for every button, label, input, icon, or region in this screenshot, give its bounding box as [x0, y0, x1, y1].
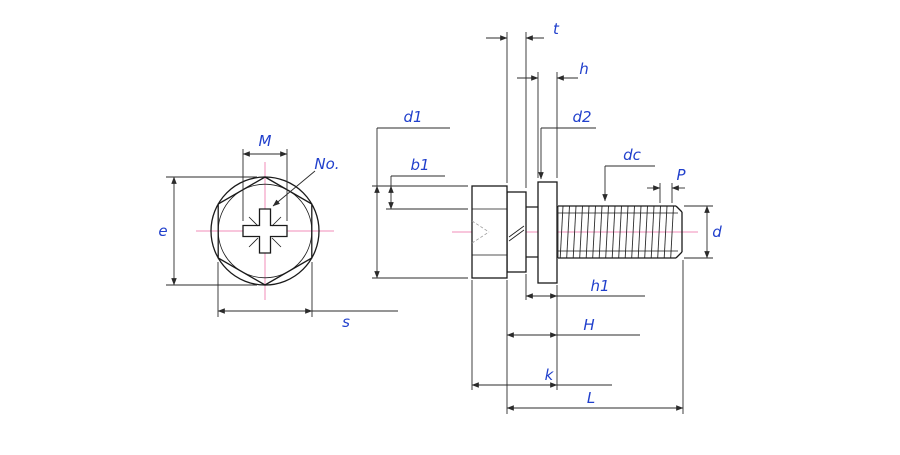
pozidriv-tick-nw — [248, 216, 259, 227]
dim-label-P: P — [676, 166, 686, 184]
dim-t: t — [486, 20, 560, 188]
dim-label-e: e — [158, 222, 167, 240]
dim-d2: d2 — [538, 108, 596, 180]
dim-label-dc: dc — [623, 146, 642, 164]
spring-washer-split-1 — [508, 225, 525, 238]
dim-label-L: L — [587, 389, 595, 407]
dim-b1: b1 — [386, 156, 468, 210]
dim-label-h1: h1 — [590, 277, 609, 295]
spring-washer — [506, 191, 527, 273]
dim-label-No: No. — [314, 155, 339, 173]
hex-head-side — [471, 185, 508, 279]
dim-label-d1: d1 — [403, 108, 422, 126]
tip-chamfer-bottom — [675, 251, 683, 259]
dim-label-k: k — [545, 366, 555, 384]
dim-label-M: M — [259, 132, 272, 150]
head-inner-circle — [217, 183, 313, 279]
dim-k: k — [471, 366, 612, 388]
side-view: t h d1 b1 — [372, 20, 722, 414]
dim-label-h: h — [579, 60, 589, 78]
dim-label-t: t — [553, 20, 560, 38]
dim-s: s — [217, 262, 398, 331]
cross-recess — [242, 208, 288, 254]
hexagon — [217, 176, 313, 286]
dim-No: No. — [272, 155, 340, 207]
spring-washer-split-2 — [508, 229, 525, 242]
recess-depth-line-1 — [471, 220, 490, 233]
dim-h1: h1 — [525, 277, 645, 299]
dim-M: M — [242, 132, 288, 221]
dim-label-s: s — [342, 313, 350, 331]
pozidriv-tick-se — [271, 237, 282, 248]
front-view: M No. e s — [158, 132, 398, 331]
dim-label-b1: b1 — [410, 156, 429, 174]
dim-label-d2: d2 — [572, 108, 591, 126]
dim-P: P — [647, 166, 686, 203]
dim-H: H — [506, 316, 640, 338]
dim-d: d — [684, 205, 722, 259]
dim-label-H: H — [583, 316, 594, 334]
pozidriv-tick-ne — [271, 216, 282, 227]
thread-hatch — [558, 206, 676, 258]
pozidriv-tick-sw — [248, 237, 259, 248]
dim-e: e — [158, 176, 257, 286]
tip-chamfer-top — [675, 205, 683, 213]
dim-L: L — [506, 389, 684, 411]
dim-label-d: d — [712, 223, 722, 241]
flat-washer — [537, 181, 558, 284]
dim-d1: d1 — [372, 108, 468, 279]
dim-h: h — [517, 60, 589, 178]
dim-dc: dc — [602, 146, 655, 202]
recess-depth-line-2 — [471, 231, 490, 244]
